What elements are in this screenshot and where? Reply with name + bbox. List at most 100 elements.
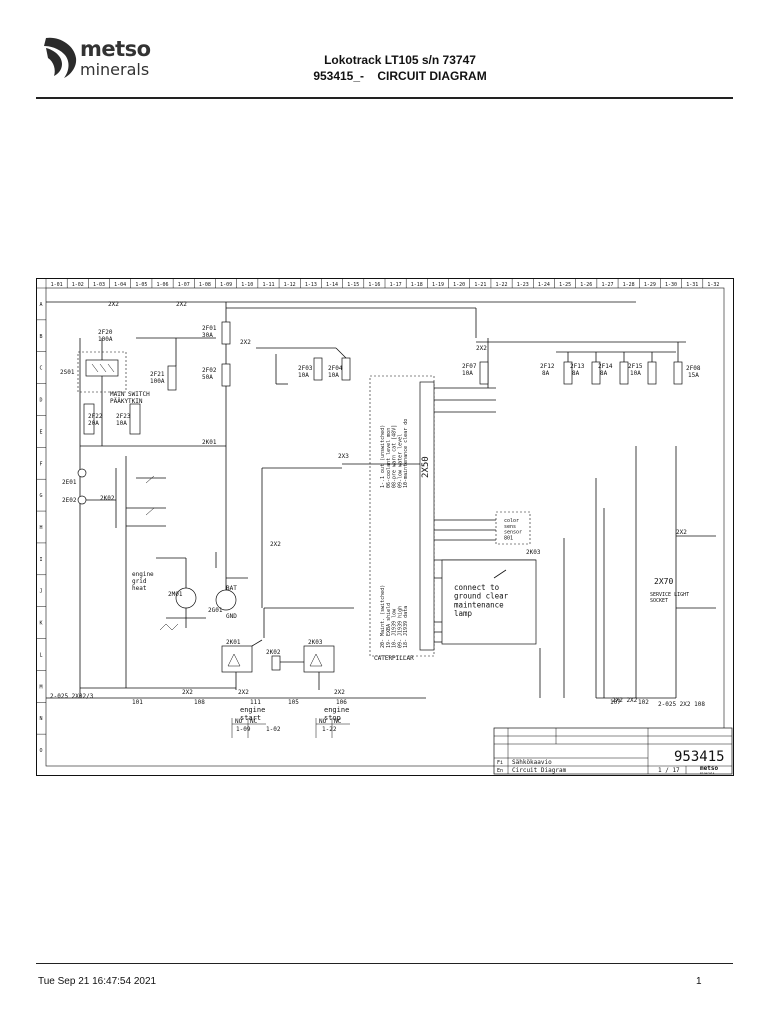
column-label: 1-11 <box>262 282 274 288</box>
row-label: D <box>39 398 42 404</box>
document-title-line1: Lokotrack LT105 s/n 73747 <box>324 53 476 67</box>
column-label: 1-25 <box>559 282 571 288</box>
bottom-ref-4: 111 <box>250 699 261 706</box>
fuse-rating-2f21: 100A <box>150 378 165 385</box>
column-label: 1-22 <box>496 282 508 288</box>
bottom-ref-0: 2-025 2X02/3 <box>50 693 94 700</box>
wire-tag-5: 2X2 <box>270 541 281 548</box>
fuse-label-2f22: 2F22 <box>88 413 103 420</box>
column-label: 1-27 <box>601 282 613 288</box>
fuse-label-2f07: 2F07 <box>462 363 477 370</box>
wire-tag-0: 2X2 <box>108 301 119 308</box>
component-2k02-b: 2K02 <box>266 649 281 656</box>
wire-tag-9: 2X2 <box>334 689 345 696</box>
column-label: 1-12 <box>284 282 296 288</box>
fuse-rating-2f01: 30A <box>202 332 213 339</box>
column-label: 1-13 <box>305 282 317 288</box>
column-label: 1-06 <box>157 282 169 288</box>
fuse-rating-2f15: 10A <box>630 370 641 377</box>
label-data-lines: 1-.1 out (unswitched)06-coolant level mo… <box>380 419 409 488</box>
fuse-label-2f08: 2F08 <box>686 365 701 372</box>
fuse-label-2f20: 2F20 <box>98 329 113 336</box>
label-caterpillar: CATERPILLAR <box>374 655 414 662</box>
component-2e01: 2E01 <box>62 479 77 486</box>
column-label: 1-09 <box>220 282 232 288</box>
title-block-brand: metso <box>700 765 718 772</box>
fuse-label-2f01: 2F01 <box>202 325 217 332</box>
fuse-rating-2f08: 15A <box>688 372 699 379</box>
fuse-column-2f01 <box>215 321 248 579</box>
column-label: 1-32 <box>707 282 719 288</box>
component-2k03: 2K03 <box>526 549 541 556</box>
nc-label-stop: NC <box>334 718 342 725</box>
document-title: Lokotrack LT105 s/n 73747 953415_- CIRCU… <box>280 52 520 84</box>
bottom-ref-7: 107 <box>610 699 621 706</box>
column-label: 1-14 <box>326 282 338 288</box>
row-label: M <box>39 684 42 690</box>
fuse-label-2f15: 2F15 <box>628 363 643 370</box>
component-2g01: 2G01 <box>208 607 223 614</box>
component-2k02: 2K02 <box>100 495 115 502</box>
row-label: G <box>39 493 42 499</box>
metso-logo-mark-icon <box>44 37 77 78</box>
right-fuse-bank <box>479 342 683 385</box>
column-label: 1-18 <box>411 282 423 288</box>
wire-tag-2: 2X2 <box>176 301 187 308</box>
row-label: K <box>39 621 42 627</box>
component-2k03-b: 2K03 <box>308 639 323 646</box>
main-switch-section <box>77 337 226 698</box>
page-number: 1 <box>696 976 702 987</box>
row-label: B <box>39 334 42 340</box>
no-label-start: NO <box>235 718 243 725</box>
drawing-number: 953415 <box>674 749 725 765</box>
fuse-label-2f13: 2F13 <box>570 363 585 370</box>
column-label: 1-03 <box>93 282 105 288</box>
fuse-rating-2f14: 8A <box>600 370 608 377</box>
column-label: 1-28 <box>623 282 635 288</box>
bottom-ref-1: 2-025 2X2 108 <box>658 701 705 708</box>
fuse-label-2f02: 2F02 <box>202 367 217 374</box>
wire-tag-1: 2X3 <box>338 453 349 460</box>
wire-tag-7: 2X2 <box>182 689 193 696</box>
column-label: 1-20 <box>453 282 465 288</box>
description-fi: Sähkökaavio <box>512 759 552 766</box>
bottom-ref-6: 106 <box>336 699 347 706</box>
component-2k01: 2K01 <box>202 439 217 446</box>
component-2s01: 2S01 <box>60 369 75 376</box>
start-stop-relays <box>221 607 354 690</box>
wire-tag-4: 2X2 <box>240 339 251 346</box>
component-2k01-b: 2K01 <box>226 639 241 646</box>
column-label: 1-16 <box>368 282 380 288</box>
document-title-line2: 953415_- CIRCUIT DIAGRAM <box>313 69 487 83</box>
column-label: 1-07 <box>178 282 190 288</box>
row-label: F <box>39 461 42 467</box>
footer-divider <box>36 963 733 964</box>
right-feeders <box>539 446 716 698</box>
fuse-rating-2f20: 100A <box>98 336 113 343</box>
fuse-label-2f14: 2F14 <box>598 363 613 370</box>
column-label: 1-29 <box>644 282 656 288</box>
fuse-rating-2f02: 50A <box>202 374 213 381</box>
description-en: Circuit Diagram <box>512 767 567 774</box>
fuse-label-2f12: 2F12 <box>540 363 555 370</box>
wire-tag-3: 2X2 <box>476 345 487 352</box>
component-2x50: 2X50 <box>421 456 431 478</box>
bottom-ref-8: 102 <box>638 699 649 706</box>
label-gnd: GND <box>226 613 237 620</box>
fuse-group-2f03 <box>256 347 351 385</box>
column-label: 1-10 <box>241 282 253 288</box>
print-timestamp: Tue Sep 21 16:47:54 2021 <box>38 976 157 987</box>
fuse-rating-2f04: 10A <box>328 372 339 379</box>
fuse-label-2f23: 2F23 <box>116 413 131 420</box>
diagram-frame <box>36 278 734 776</box>
label-bat: BAT <box>226 585 237 592</box>
bottom-ref-5: 105 <box>288 699 299 706</box>
column-label: 1-05 <box>135 282 147 288</box>
